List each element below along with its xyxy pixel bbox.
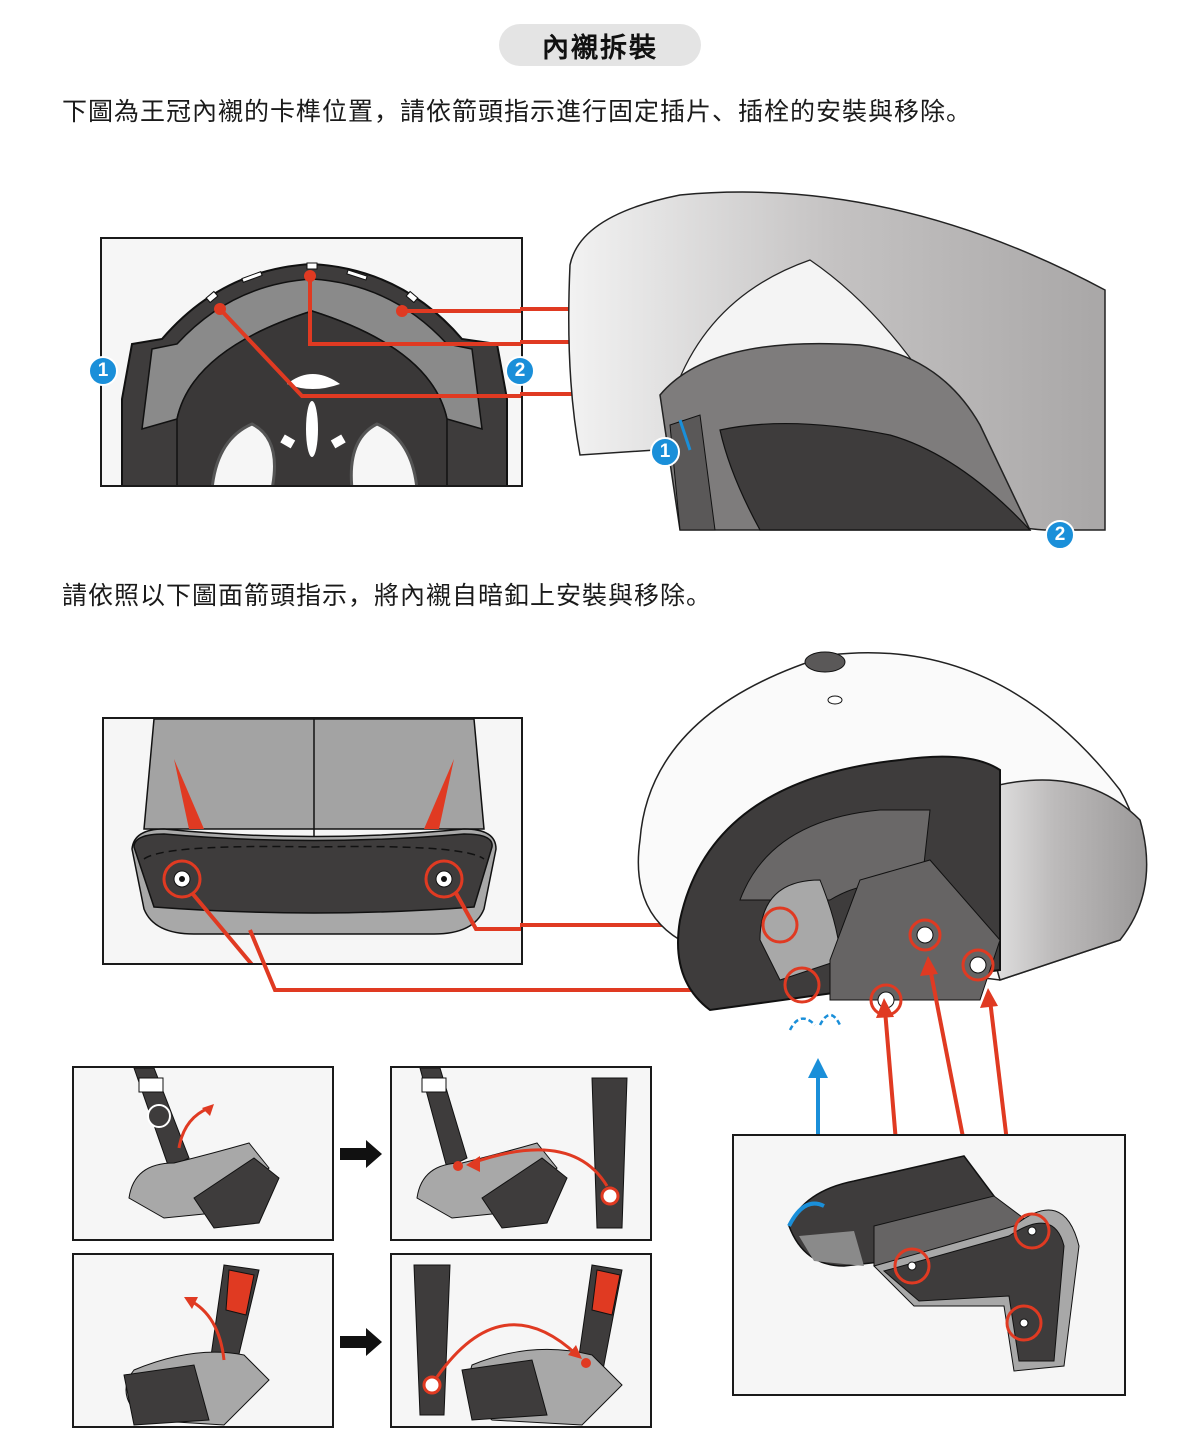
arrow-right-icon [340,1328,382,1356]
page-title: 內襯拆裝 [499,24,701,66]
cheek-pad-illustration [787,1155,1080,1372]
marker-badge-2: 2 [505,356,535,386]
chin-strap-unclip-illustration [128,1068,280,1229]
step-panel-remove-2 [390,1066,652,1241]
snap-pull-illustration [123,1264,270,1426]
step-panel-install-2 [390,1253,652,1428]
rear-liner-illustration [131,719,521,963]
arrow-right-icon [340,1140,382,1168]
cheek-pad-diagram [732,1134,1126,1396]
rear-liner-diagram [102,717,523,965]
instruction-crown-liner: 下圖為王冠內襯的卡榫位置，請依箭頭指示進行固定插片、插栓的安裝與移除。 [62,97,973,126]
helmet-underside-illustration [637,651,1148,1031]
snap-cap-install-illustration [413,1264,623,1426]
marker-badge-1: 1 [88,356,118,386]
helmet-side-illustration [568,191,1106,531]
crown-liner-diagram [100,237,523,487]
helmet-marker-badge-2: 2 [1045,520,1075,550]
instruction-snap-buttons: 請依照以下圖面箭頭指示，將內襯自暗釦上安裝與移除。 [62,581,713,610]
step-panel-remove-1 [72,1066,334,1241]
title-text: 內襯拆裝 [542,32,658,64]
crown-liner-illustration [121,262,521,485]
step-panel-install-1 [72,1253,334,1428]
helmet-marker-badge-1: 1 [650,437,680,467]
snap-cap-remove-illustration [416,1068,628,1229]
